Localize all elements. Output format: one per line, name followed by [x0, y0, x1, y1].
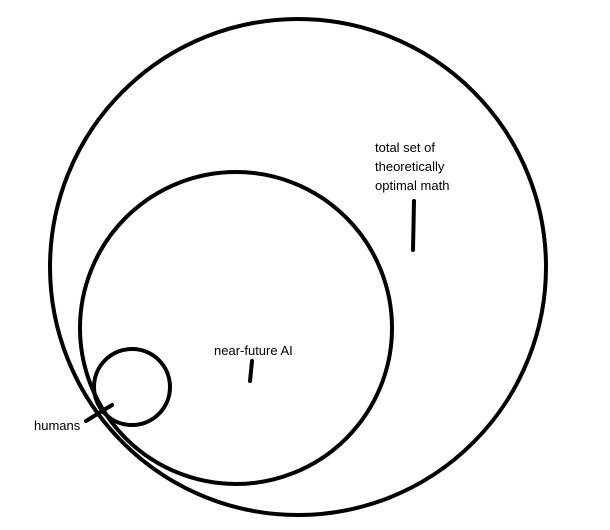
outer-set-label-line-3: optimal math: [375, 178, 450, 193]
middle-circle-near-future-ai: [78, 170, 394, 486]
middle-set-label: near-future AI: [214, 341, 293, 360]
middle-set-label-line-1: near-future AI: [214, 343, 293, 358]
outer-set-label-line-2: theoretically: [375, 159, 445, 174]
outer-circle-total-optimal-math: [48, 17, 548, 517]
inner-set-label-line-1: humans: [34, 418, 81, 433]
outer-label-pointer: [411, 199, 416, 252]
inner-circle-humans: [92, 347, 172, 427]
middle-label-pointer: [248, 359, 254, 383]
inner-set-label: humans: [34, 416, 80, 435]
humans-label-pointer: [84, 403, 114, 423]
outer-set-label-line-1: total set of: [375, 140, 435, 155]
outer-set-label: total set of theoretically optimal math: [375, 138, 449, 195]
